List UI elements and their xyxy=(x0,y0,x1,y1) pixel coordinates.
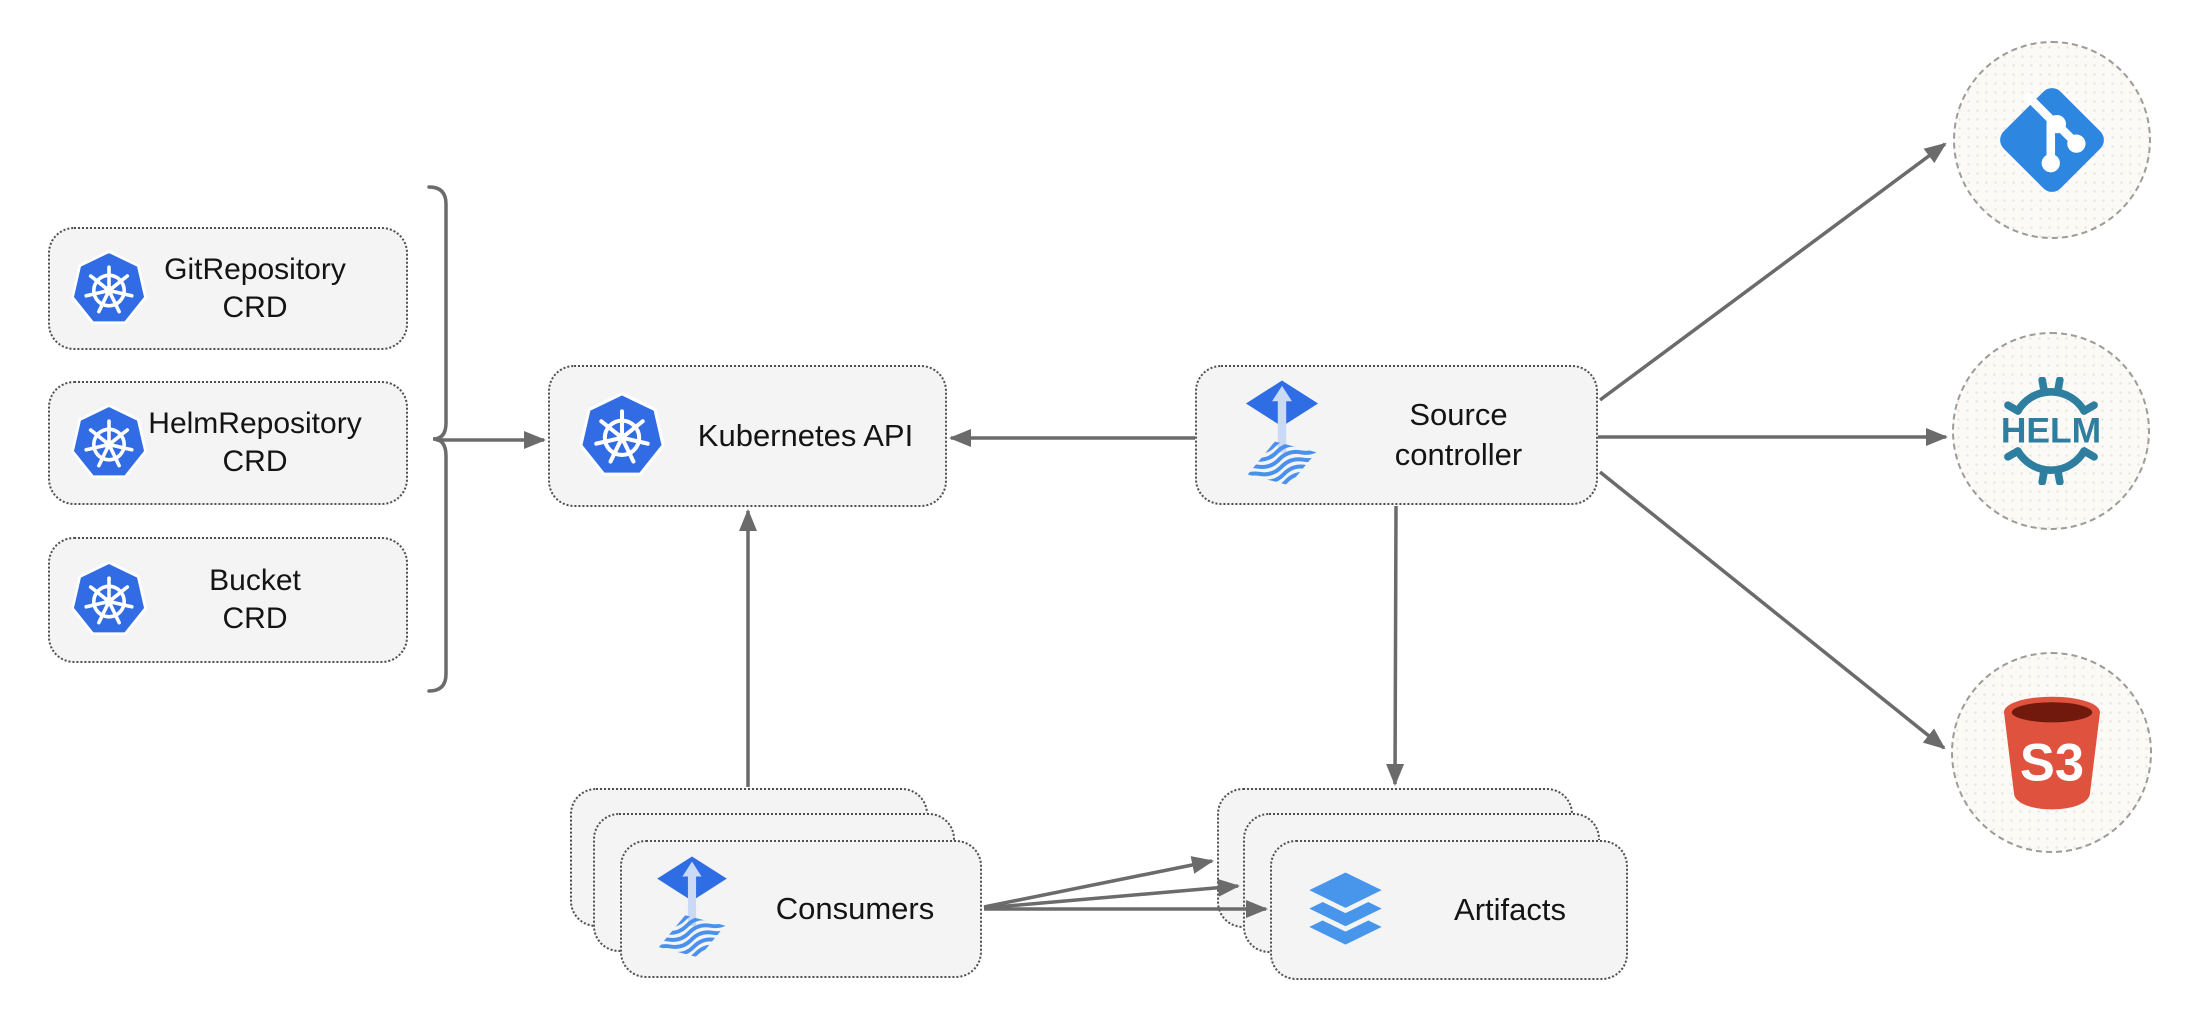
s3-label: S3 xyxy=(2019,734,2083,792)
kubernetes-api-box: Kubernetes API xyxy=(548,365,947,507)
crd-label: HelmRepository CRD xyxy=(148,405,406,481)
arrow-consumers-to-artifacts-1 xyxy=(983,856,1214,909)
source-controller-label: Source controller xyxy=(1321,395,1596,475)
consumers-box: Consumers xyxy=(620,840,982,978)
layers-icon xyxy=(1297,862,1394,959)
source-controller-box: Source controller xyxy=(1195,365,1598,505)
arrow-source-controller-to-git xyxy=(1598,142,1947,402)
source-controller-label-line2: controller xyxy=(1394,437,1523,472)
git-circle xyxy=(1953,41,2151,239)
artifacts-label: Artifacts xyxy=(1454,892,1566,927)
crd-label-line2: CRD xyxy=(222,445,288,478)
kubernetes-api-label: Kubernetes API xyxy=(697,418,914,453)
consumers-label: Consumers xyxy=(775,891,935,926)
crd-label-line1: HelmRepository xyxy=(148,407,362,440)
crd-label: Bucket CRD xyxy=(148,562,406,638)
crd-box-gitrepository: GitRepository CRD xyxy=(48,227,408,350)
crd-box-bucket: Bucket CRD xyxy=(48,537,408,663)
kubernetes-icon xyxy=(578,392,666,480)
artifacts-box: Artifacts xyxy=(1270,840,1628,980)
arrow-source-controller-to-s3 xyxy=(1598,470,1946,750)
crd-label-line1: Bucket xyxy=(209,564,301,597)
kubernetes-icon xyxy=(70,404,148,482)
arrow-consumers-to-artifacts-2 xyxy=(983,878,1240,910)
flux-icon xyxy=(1243,379,1321,491)
git-icon xyxy=(1991,79,2113,201)
arrow-source-controller-to-artifacts xyxy=(1386,505,1405,786)
helm-circle: HELM xyxy=(1952,332,2150,530)
crd-label-line2: CRD xyxy=(222,602,288,635)
flux-icon xyxy=(654,855,730,963)
s3-bucket-icon: S3 xyxy=(1996,690,2108,815)
helm-wheel-icon: HELM xyxy=(1984,377,2118,485)
s3-circle: S3 xyxy=(1951,652,2152,853)
kubernetes-icon xyxy=(70,249,148,328)
helm-label: HELM xyxy=(2001,410,2101,450)
crd-label-line1: GitRepository xyxy=(164,252,346,286)
crd-label: GitRepository CRD xyxy=(148,251,406,327)
kubernetes-icon xyxy=(70,561,148,639)
crd-group-bracket xyxy=(427,185,448,693)
crd-label-line2: CRD xyxy=(222,290,288,324)
source-controller-label-line1: Source xyxy=(1409,397,1508,432)
crd-box-helmrepository: HelmRepository CRD xyxy=(48,381,408,505)
